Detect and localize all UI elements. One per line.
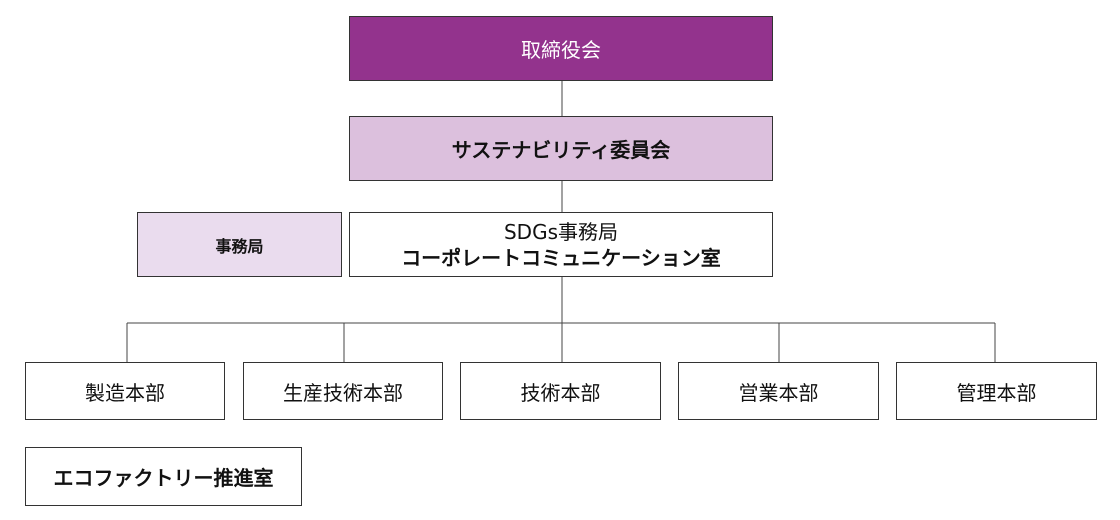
sdgs-office-line2: コーポレートコミュニケーション室 xyxy=(401,245,721,270)
secretariat-label: 事務局 xyxy=(215,236,264,256)
division-label: 管理本部 xyxy=(956,380,1037,405)
eco-factory-office-label: エコファクトリー推進室 xyxy=(53,466,274,490)
eco-factory-office-box: エコファクトリー推進室 xyxy=(25,447,302,506)
board-of-directors-box: 取締役会 xyxy=(349,16,773,81)
division-label: 生産技術本部 xyxy=(283,380,403,405)
division-box-sales: 営業本部 xyxy=(678,362,879,420)
board-of-directors-label: 取締役会 xyxy=(521,38,601,62)
sustainability-committee-box: サステナビリティ委員会 xyxy=(349,116,773,181)
division-box-administration: 管理本部 xyxy=(896,362,1097,420)
sdgs-office-line1: SDGs事務局 xyxy=(503,219,618,244)
division-box-production-engineering: 生産技術本部 xyxy=(243,362,443,420)
division-label: 製造本部 xyxy=(85,380,165,405)
division-label: 営業本部 xyxy=(738,380,819,405)
division-label: 技術本部 xyxy=(520,380,601,405)
sustainability-committee-label: サステナビリティ委員会 xyxy=(451,138,671,162)
division-box-manufacturing: 製造本部 xyxy=(25,362,225,420)
division-box-engineering: 技術本部 xyxy=(460,362,661,420)
sdgs-office-box: SDGs事務局 コーポレートコミュニケーション室 xyxy=(349,212,773,277)
secretariat-box: 事務局 xyxy=(137,212,342,277)
